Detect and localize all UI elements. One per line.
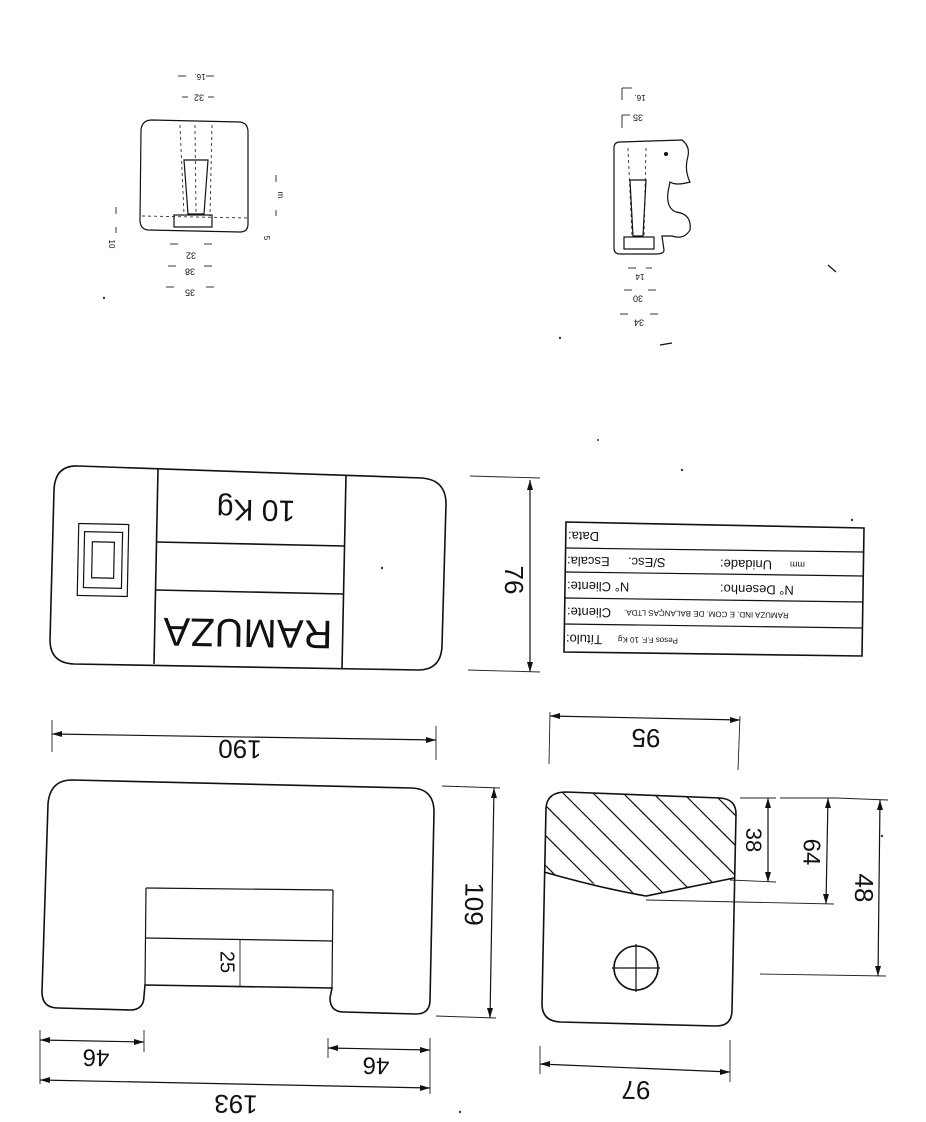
dim-width-top: 190 — [218, 734, 262, 765]
dim-small-left-top-b: 32 — [194, 93, 204, 103]
dim-small-left-top-a: 16. — [194, 72, 205, 81]
title-block-cliente-no-label: N° Cliente: — [567, 579, 630, 595]
dim-small-right-bot-b: 30 — [633, 294, 643, 304]
dim-left-foot: 46 — [82, 1043, 109, 1070]
side-section-view: 95 38 64 48 — [539, 711, 889, 1106]
dim-small-left-mid: m — [276, 192, 285, 199]
dim-side-top: 95 — [631, 723, 660, 754]
title-block-titulo-label: Título: — [566, 632, 602, 648]
title-block-desenho-label: N° Desenho: — [720, 582, 794, 598]
plate-weight-label: 10 Kg — [216, 492, 295, 526]
title-block-unidade-value: mm — [790, 560, 805, 570]
section-hatching — [544, 792, 736, 896]
title-block-titulo-value: Pesos F.F. 10 Kg — [618, 635, 678, 645]
title-block: Data: Escala: S/Esc. Unidade: mm N° Clie… — [563, 521, 865, 657]
front-view: 190 25 109 46 46 193 — [39, 720, 501, 1120]
dim-side-h2: 64 — [797, 838, 824, 865]
dim-small-left-bot-b: 38 — [185, 267, 195, 277]
title-block-unidade-label: Unidade: — [720, 557, 772, 573]
plate-top-view: 10 Kg RAMUZA 76 — [49, 465, 541, 673]
dim-plate-height: 76 — [499, 566, 529, 595]
dim-width-bottom: 193 — [214, 1089, 258, 1120]
dim-small-left-bot-c: 35 — [185, 288, 195, 298]
dim-small-right-bot-a: 14 — [635, 272, 644, 281]
dim-right-foot: 46 — [362, 1051, 389, 1078]
title-block-data-label: Data: — [568, 529, 599, 545]
dim-small-right-top-a: 16. — [634, 93, 645, 102]
dim-small-right-bot-c: 34 — [634, 318, 644, 328]
dim-small-right-top-b: 35 — [633, 113, 643, 123]
dim-small-left-side: 10 — [107, 240, 116, 249]
dim-small-left-side2: 5 — [262, 236, 271, 241]
scan-specks — [102, 296, 884, 1114]
title-block-cliente-label: Cliente: — [567, 605, 611, 621]
title-block-escala-label: Escala: — [567, 554, 610, 570]
dim-side-h3: 48 — [849, 873, 880, 902]
dim-side-h1: 38 — [741, 828, 766, 853]
dim-side-bottom: 97 — [621, 1075, 650, 1106]
detail-view-left: 16. 32 10 m 5 32 38 35 — [107, 72, 285, 298]
dim-small-left-bot-a: 32 — [186, 251, 196, 261]
plate-brand-label: RAMUZA — [163, 609, 333, 656]
dim-slot: 25 — [216, 951, 238, 973]
title-block-escala-value: S/Esc. — [628, 555, 666, 571]
dim-height-front: 109 — [459, 882, 490, 926]
title-block-cliente-value: RAMUZA IND. E COM. DE BALANÇAS LTDA. — [624, 608, 789, 620]
detail-view-right: 16. 35 14 30 34 — [613, 87, 837, 346]
